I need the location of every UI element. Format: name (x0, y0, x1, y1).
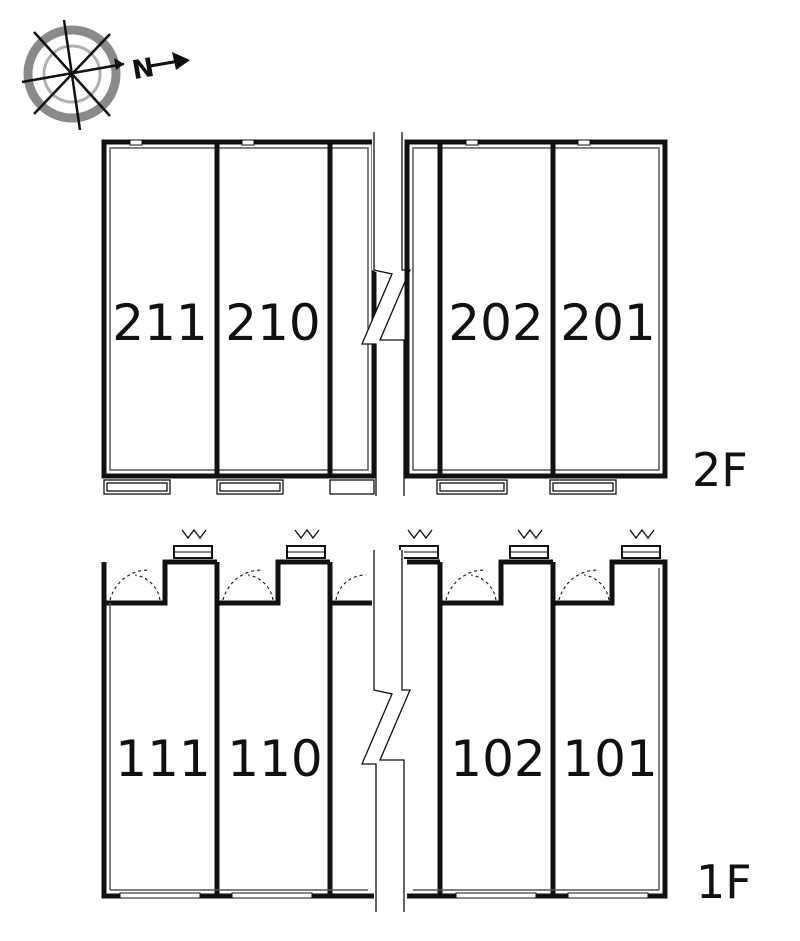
unit-label: 201 (560, 294, 655, 352)
floor-1f: 111 110 102 101 1F (101, 528, 752, 912)
floor-label: 2F (692, 443, 748, 497)
unit-label: 102 (450, 730, 545, 788)
floor-2f: 211 210 202 201 2F (101, 132, 748, 497)
unit-label: 111 (115, 730, 210, 788)
north-label: N (130, 53, 157, 86)
compass-rose-icon: N (21, 19, 190, 131)
unit-label: 210 (225, 294, 320, 352)
entry-step-icon (509, 528, 549, 559)
unit-label: 101 (562, 730, 657, 788)
entry-step-icon (286, 528, 326, 559)
entry-step-icon (399, 528, 439, 559)
unit-label: 211 (112, 294, 207, 352)
floor-label: 1F (696, 855, 752, 909)
entry-step-icon (173, 528, 213, 559)
entry-step-icon (621, 528, 661, 559)
unit-label: 110 (227, 730, 322, 788)
unit-label: 202 (448, 294, 543, 352)
